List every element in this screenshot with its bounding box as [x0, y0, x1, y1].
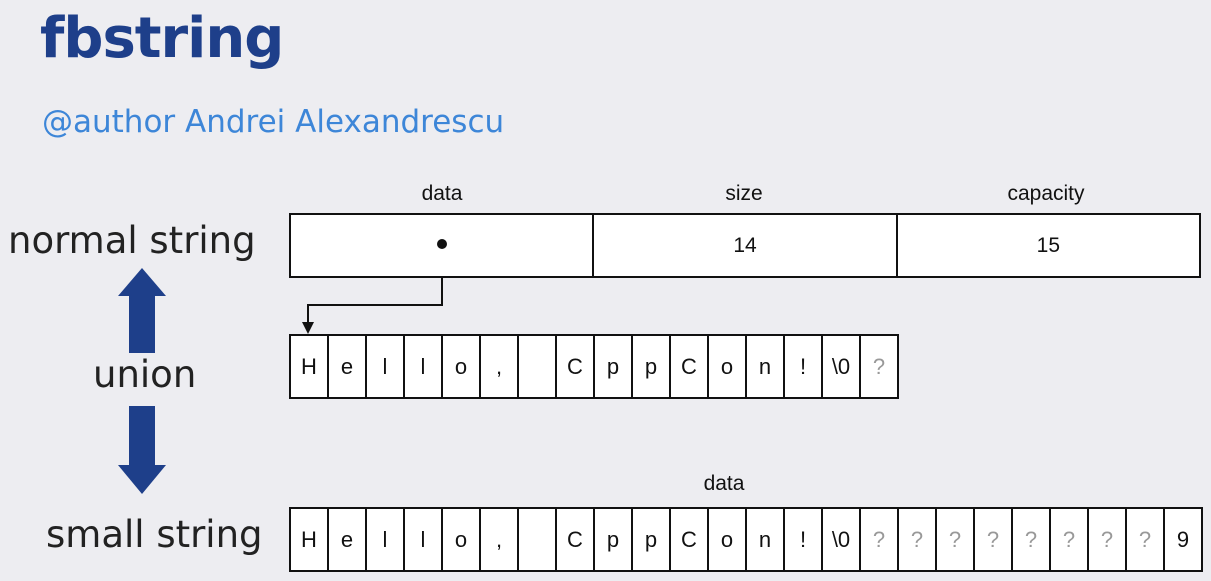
char-cell: e [329, 336, 367, 397]
char-cell: ? [1013, 509, 1051, 570]
char-cell: n [747, 509, 785, 570]
label-normal-string: normal string [8, 219, 256, 262]
char-cell: p [595, 509, 633, 570]
char-cell: ? [1127, 509, 1165, 570]
char-cell: ? [899, 509, 937, 570]
char-cell: p [633, 509, 671, 570]
char-cell: ? [1051, 509, 1089, 570]
char-cell: ? [1089, 509, 1127, 570]
char-cell: l [405, 509, 443, 570]
label-union: union [93, 353, 197, 396]
char-cell: , [481, 509, 519, 570]
char-cell: ? [975, 509, 1013, 570]
header-size: size [725, 182, 763, 205]
char-cell: H [291, 336, 329, 397]
char-cell: , [481, 336, 519, 397]
char-cell: \0 [823, 509, 861, 570]
char-cell: o [709, 509, 747, 570]
char-cell [519, 509, 557, 570]
char-cell: \0 [823, 336, 861, 397]
header-small-data: data [703, 472, 745, 495]
normal-string-struct: 14 15 [289, 213, 1201, 278]
char-cell: ? [861, 336, 899, 397]
header-capacity: capacity [1007, 182, 1085, 205]
slide-subtitle: @author Andrei Alexandrescu [42, 104, 505, 140]
field-size: 14 [592, 215, 895, 276]
char-cell: e [329, 509, 367, 570]
slide-title: fbstring [40, 6, 284, 71]
char-cell: 9 [1165, 509, 1203, 570]
char-cell: l [367, 336, 405, 397]
char-cell: l [367, 509, 405, 570]
char-cell: C [557, 509, 595, 570]
up-arrow-icon [118, 268, 166, 353]
char-cell: C [671, 336, 709, 397]
char-cell: ! [785, 336, 823, 397]
char-cell: C [557, 336, 595, 397]
char-cell: ? [861, 509, 899, 570]
char-cell: l [405, 336, 443, 397]
char-cell: p [595, 336, 633, 397]
char-cell: o [443, 336, 481, 397]
label-small-string: small string [46, 513, 263, 556]
field-capacity: 15 [895, 215, 1199, 276]
char-cell: ! [785, 509, 823, 570]
char-cell: C [671, 509, 709, 570]
char-cell: n [747, 336, 785, 397]
down-arrow-icon [118, 406, 166, 494]
header-data: data [421, 182, 463, 205]
char-cell: p [633, 336, 671, 397]
char-cell: H [291, 509, 329, 570]
char-cell: o [443, 509, 481, 570]
char-cell [519, 336, 557, 397]
pointer-dot [437, 239, 447, 249]
char-cell: ? [937, 509, 975, 570]
char-cell: o [709, 336, 747, 397]
